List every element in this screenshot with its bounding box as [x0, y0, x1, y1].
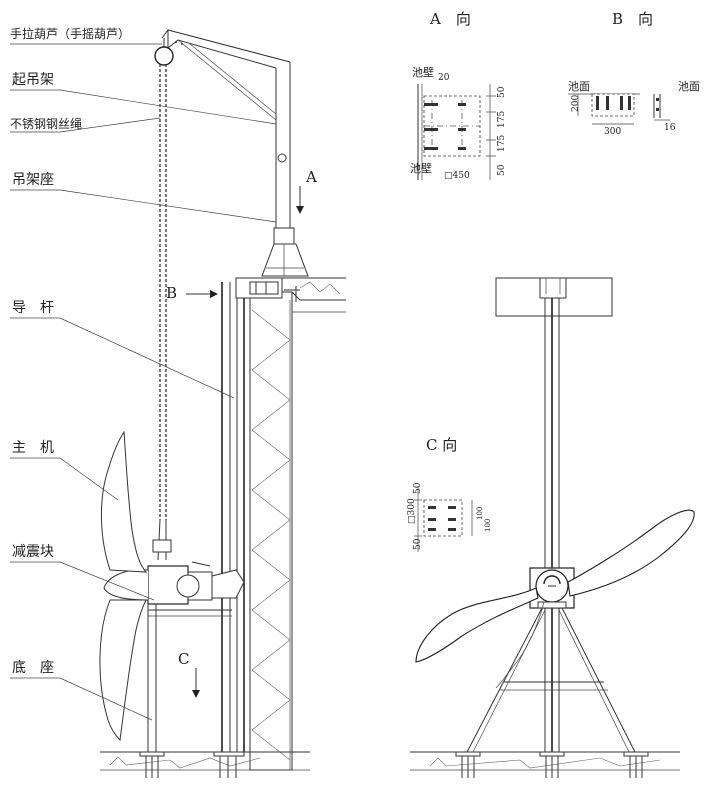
- detail-b-dim-200: 200: [571, 95, 581, 112]
- detail-b-surface-right: 池面: [678, 80, 700, 93]
- detail-c-dim-300: □300: [407, 498, 417, 524]
- label-guide-rod: 导 杆: [12, 300, 54, 316]
- detail-a-dim-50-bottom: 50: [497, 164, 507, 176]
- detail-a-title: A 向: [429, 10, 471, 28]
- frame-seat: [261, 227, 309, 277]
- wire-rope: [152, 64, 172, 561]
- guide-rod: [221, 277, 300, 752]
- detail-a-wall-bottom: 池壁: [410, 161, 432, 175]
- detail-c: C 向 50 □300 50 100 100: [407, 436, 492, 552]
- detail-c-dim-100-b: 100: [484, 519, 492, 532]
- hoist: [154, 38, 174, 66]
- detail-b-surface-left: 池面: [568, 80, 590, 93]
- detail-a-wall-top: 池壁: [412, 65, 434, 79]
- detail-b-title: B 向: [612, 10, 653, 28]
- label-crane-frame: 起吊架: [12, 72, 54, 88]
- front-view: [410, 277, 695, 778]
- side-elevation: 手拉葫芦（手摇葫芦） 起吊架 不锈钢钢丝绳 吊架座 导 杆 主 机 减震块 底 …: [10, 26, 346, 778]
- label-damper: 减震块: [12, 544, 54, 560]
- direction-arrows: [186, 186, 304, 698]
- base-stand: [139, 604, 245, 778]
- leader-lines: [10, 43, 277, 721]
- tank-wall: [240, 277, 346, 771]
- detail-c-dim-50-top: 50: [413, 482, 423, 494]
- label-wire-rope: 不锈钢钢丝绳: [10, 117, 82, 131]
- mark-a: A: [305, 168, 317, 186]
- label-frame-seat: 吊架座: [12, 172, 54, 188]
- detail-a-dim-450: □450: [444, 171, 470, 181]
- detail-c-title: C 向: [426, 436, 457, 454]
- detail-a-dim-175-a: 175: [497, 111, 507, 128]
- detail-c-dim-50-bottom: 50: [413, 538, 423, 550]
- propeller-side: [99, 430, 148, 742]
- label-main-unit: 主 机: [12, 440, 54, 456]
- detail-b-dim-16: 16: [664, 123, 676, 133]
- detail-b-dim-300: 300: [604, 127, 621, 137]
- mark-c: C: [178, 650, 189, 668]
- main-unit: [103, 561, 245, 605]
- tank-floor: [100, 751, 310, 771]
- label-hoist: 手拉葫芦（手摇葫芦）: [10, 26, 130, 41]
- detail-a: A 向 池壁 20 50 175 175 50 池壁 □450: [410, 10, 507, 181]
- detail-a-dim-175-b: 175: [497, 135, 507, 152]
- detail-c-dim-100-a: 100: [476, 507, 484, 520]
- label-base: 底 座: [12, 660, 54, 676]
- detail-a-dim-20: 20: [438, 73, 450, 83]
- detail-a-dim-50-top: 50: [497, 86, 507, 98]
- crane-frame: [161, 29, 291, 228]
- detail-b: B 向 池面 池面 200 300 16: [568, 10, 700, 137]
- mark-b: B: [166, 284, 177, 302]
